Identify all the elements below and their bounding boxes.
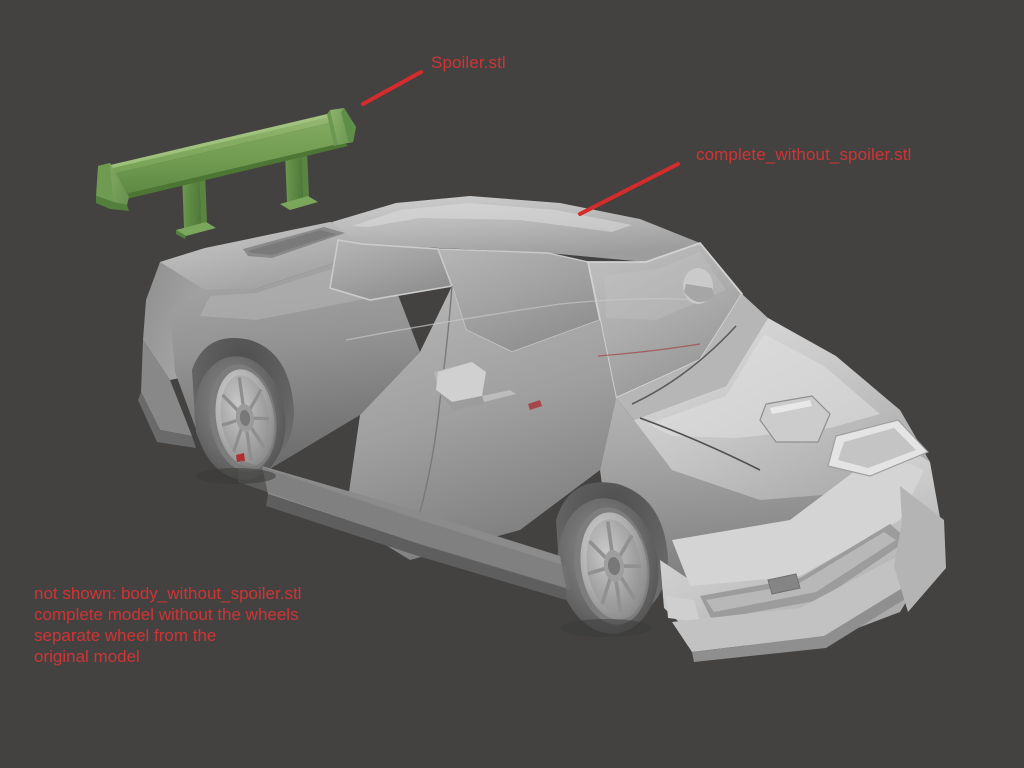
car-cowl: [616, 294, 768, 420]
rear-wheel[interactable]: [187, 350, 293, 485]
car-roof-highlight: [352, 203, 632, 232]
spoiler-endplate-right: [327, 108, 356, 146]
car-headlight-inner: [838, 428, 916, 468]
side-mirror-far: [683, 268, 714, 304]
notes-line-3: separate wheel from the: [34, 626, 217, 645]
car-rear-bumper-lip: [138, 392, 196, 448]
car-door-panel: [345, 286, 616, 560]
spoiler-strut-left: [176, 171, 216, 239]
notes-line-2: complete model without the wheels: [34, 605, 299, 624]
car-bumper-vent-left: [767, 573, 801, 595]
car-wiper-line: [631, 325, 737, 405]
notes-line-4: original model: [34, 647, 140, 666]
car-rear-quarter-glass: [330, 240, 452, 300]
car-door-seam: [419, 285, 453, 513]
notes-line-1: not shown: body_without_spoiler.stl: [34, 584, 302, 603]
spoiler-wing-face: [104, 121, 346, 197]
car-front-lip-splitter: [672, 556, 922, 652]
car-front-lip-edge: [692, 576, 926, 662]
annotation-label-complete-without-spoiler: complete_without_spoiler.stl: [696, 145, 912, 164]
rear-brake-caliper: [236, 453, 245, 462]
car-windshield-trim-accent: [528, 400, 542, 410]
spoiler-strut-right: [280, 149, 318, 210]
spoiler-model[interactable]: [96, 108, 356, 239]
spoiler-wing-highlight: [102, 112, 337, 170]
car-model[interactable]: [138, 196, 946, 662]
car-hood-seam: [639, 417, 761, 471]
car-rear-bumper: [141, 340, 192, 436]
car-bumper-canard: [666, 596, 700, 622]
car-lower-body-shadow: [238, 460, 570, 590]
front-wheel[interactable]: [549, 492, 667, 641]
car-hood-vent-highlight: [770, 400, 812, 414]
spoiler-endplate-left: [96, 163, 129, 211]
leader-line-complete: [578, 162, 680, 216]
car-body-crease-line: [345, 298, 701, 341]
car-hood-vent: [759, 395, 831, 443]
annotation-label-spoiler: Spoiler.stl: [431, 53, 506, 72]
car-grille-inner: [706, 532, 896, 612]
front-wheel-contact-shadow: [560, 619, 652, 637]
car-rear-glass-trim-accent: [597, 343, 701, 357]
car-door-glass: [438, 249, 600, 352]
car-bumper-right-edge: [894, 486, 946, 612]
side-mirror-near: [436, 362, 516, 410]
rear-wheel-contact-shadow: [196, 468, 276, 484]
car-rocker-shadow: [266, 494, 566, 600]
leader-line-spoiler: [361, 70, 423, 106]
car-front-bumper-upper-face: [672, 452, 924, 586]
notes-block: not shown: body_without_spoiler.stl comp…: [34, 583, 301, 667]
car-trunk-recess-inner: [248, 230, 336, 255]
